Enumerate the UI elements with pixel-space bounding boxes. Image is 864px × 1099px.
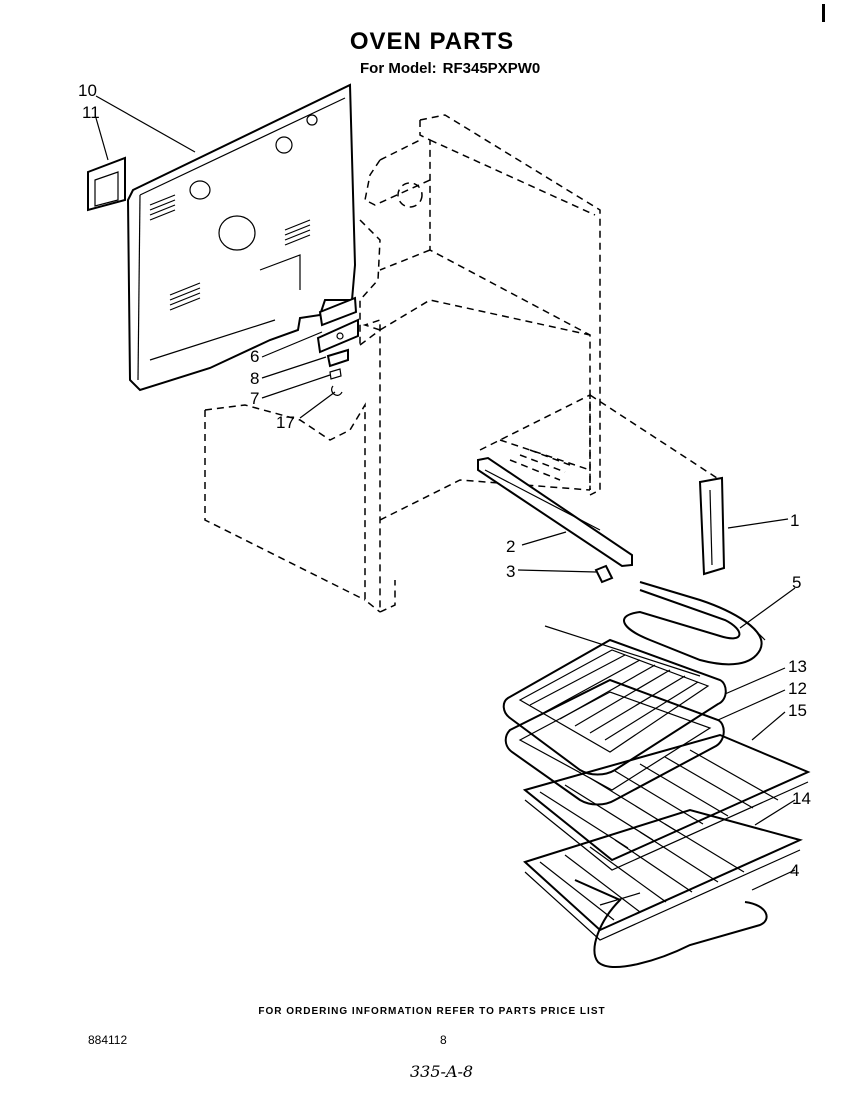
- model-number: RF345PXPW0: [442, 60, 541, 77]
- small-bracket-parts: [316, 296, 359, 396]
- part-11-plate: [87, 156, 126, 212]
- side-rail-part-2: [477, 456, 633, 584]
- page-title: OVEN PARTS: [349, 28, 515, 55]
- callout-5: 5: [792, 573, 801, 592]
- ordering-note: FOR ORDERING INFORMATION REFER TO PARTS …: [258, 1006, 606, 1017]
- model-label: For Model:: [360, 60, 437, 77]
- document-number: 884112: [88, 1033, 128, 1047]
- callout-17: 17: [276, 413, 295, 432]
- page-number: 8: [440, 1033, 447, 1047]
- callout-10: 10: [78, 81, 97, 100]
- callout-2: 2: [506, 537, 515, 556]
- callout-14: 14: [792, 789, 811, 808]
- callout-4: 4: [790, 861, 799, 880]
- callout-leaders: [95, 95, 796, 891]
- side-trim-part-1: [698, 476, 726, 576]
- oven-racks-parts-14-15: [522, 733, 811, 941]
- callout-labels: 10 11 6 8 7 17 1 2 3 5 13 12 15 14 4: [78, 81, 811, 880]
- broiler-pan-parts-12-13: [502, 638, 727, 806]
- callout-15: 15: [788, 701, 807, 720]
- exploded-parts-diagram: 10 11 6 8 7 17 1 2 3 5 13 12 15 14 4: [78, 81, 811, 968]
- callout-7: 7: [250, 389, 259, 408]
- callout-3: 3: [506, 562, 515, 581]
- corner-mark: [822, 4, 825, 22]
- back-panel: [126, 83, 357, 392]
- callout-13: 13: [788, 657, 807, 676]
- model-line: For Model: RF345PXPW0: [360, 60, 540, 77]
- oven-cavity-outline: [359, 114, 721, 613]
- broil-element-part-5: [544, 581, 766, 677]
- bake-element-part-4: [574, 879, 768, 968]
- callout-8: 8: [250, 369, 259, 388]
- handwritten-reference: 335-A-8: [410, 1062, 474, 1081]
- side-panel-outline: [204, 219, 381, 613]
- callout-1: 1: [790, 511, 799, 530]
- callout-11: 11: [82, 103, 100, 122]
- callout-6: 6: [250, 347, 259, 366]
- callout-12: 12: [788, 679, 807, 698]
